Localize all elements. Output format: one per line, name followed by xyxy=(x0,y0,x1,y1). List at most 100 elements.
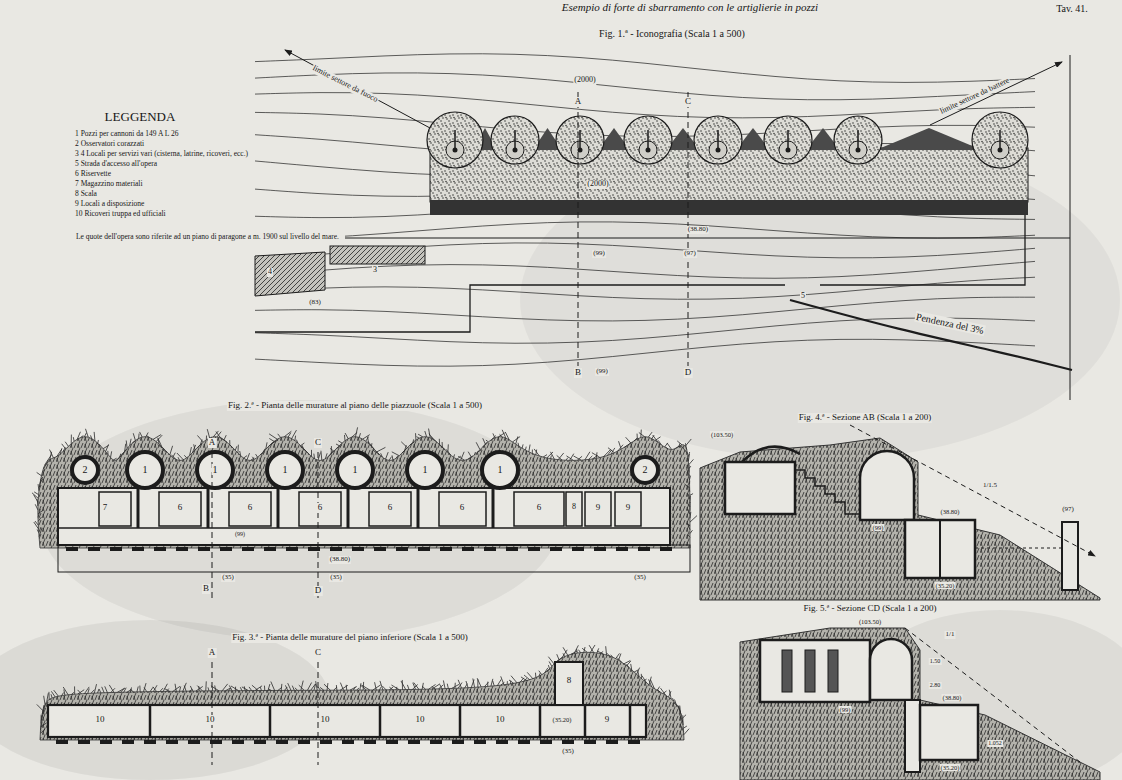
drawing-label: A xyxy=(208,648,217,658)
grass-tuft xyxy=(624,446,627,448)
drawing-label: Fig. 2.ª - Pianta delle murature al pian… xyxy=(227,401,483,411)
grass-tuft xyxy=(355,427,357,436)
drawing-label: 1.50 xyxy=(929,658,942,665)
grass-tuft xyxy=(88,689,89,694)
ditch-line xyxy=(255,237,1070,238)
legend-entry: 10 Ricoveri truppa ed ufficiali xyxy=(75,209,343,219)
room-wall xyxy=(629,705,632,737)
foundation-pier xyxy=(496,740,508,744)
grass-tuft xyxy=(418,434,423,437)
grass-tuft xyxy=(266,442,267,449)
grass-tuft xyxy=(271,682,275,691)
grass-tuft xyxy=(648,432,652,437)
drawing-label: 10 xyxy=(495,715,506,725)
grass-tuft xyxy=(516,436,518,444)
grass-tuft xyxy=(690,530,692,533)
room-wall xyxy=(459,705,462,737)
grass-tuft xyxy=(589,645,594,652)
grass-tuft xyxy=(447,684,448,689)
masonry-pillar xyxy=(782,650,792,692)
gun-pit-mound xyxy=(556,116,604,164)
gun-pit-wall xyxy=(127,452,163,488)
grass-tuft xyxy=(44,696,45,705)
foundation-pier xyxy=(56,740,68,744)
gun-barrel xyxy=(717,130,719,150)
grass-tuft xyxy=(251,458,254,461)
foundation-pier xyxy=(528,547,540,551)
grass-tuft xyxy=(681,725,684,731)
masonry-block xyxy=(58,488,670,545)
grass-tuft xyxy=(324,684,330,690)
grass-tuft xyxy=(524,675,530,680)
grass-tuft xyxy=(264,686,265,691)
contour-line xyxy=(255,339,1035,366)
grass-tuft xyxy=(130,689,134,692)
foundation-pier xyxy=(232,740,244,744)
foundation-pier xyxy=(562,740,574,744)
drawing-label: 4 xyxy=(267,268,273,277)
lower-room xyxy=(905,520,975,578)
grass-tuft xyxy=(458,456,464,460)
grass-tuft xyxy=(487,682,488,687)
grass-tuft xyxy=(484,682,488,686)
foundation-pier xyxy=(166,740,178,744)
foundation-pier xyxy=(132,547,144,551)
grass-tuft xyxy=(139,686,140,692)
grass-tuft xyxy=(375,682,377,690)
foundation-pier xyxy=(518,740,530,744)
ammunition-room xyxy=(229,492,271,526)
grass-tuft xyxy=(422,686,425,689)
grass-tuft xyxy=(78,690,82,694)
gun-barrel xyxy=(647,130,649,150)
gun-pit-mound xyxy=(972,112,1028,168)
foundation-pier xyxy=(320,740,332,744)
grass-tuft xyxy=(184,685,186,691)
grass-tuft xyxy=(184,455,186,458)
foundation-pier xyxy=(572,547,584,551)
foundation-pier xyxy=(396,547,408,551)
foundation-pier xyxy=(100,740,112,744)
grass-tuft xyxy=(684,729,689,735)
grass-tuft xyxy=(311,450,312,457)
armoured-cupola xyxy=(742,447,800,462)
ground-level xyxy=(975,548,1062,549)
grass-tuft xyxy=(493,433,495,437)
grass-tuft xyxy=(679,713,682,721)
room-wall xyxy=(149,705,152,737)
gun-pit-wall xyxy=(267,452,303,488)
grass-tuft xyxy=(225,688,230,690)
drawing-label: limite settore da fuoco xyxy=(310,64,380,105)
grass-tuft xyxy=(571,651,577,654)
drawing-label: 10 xyxy=(205,715,216,725)
grass-tuft xyxy=(511,676,517,683)
drawing-label: (99) xyxy=(592,250,606,258)
foundation-pier xyxy=(440,547,452,551)
grass-tuft xyxy=(373,450,380,455)
drawing-label: (99) xyxy=(839,706,852,713)
drawing-label: Fig. 3.ª - Pianta delle murature del pia… xyxy=(231,633,468,643)
grass-tuft xyxy=(126,440,128,448)
lower-room xyxy=(920,705,978,760)
room-wall xyxy=(539,705,542,737)
section-line xyxy=(318,662,319,765)
grass-tuft xyxy=(38,517,41,521)
grass-tuft xyxy=(62,693,64,696)
grass-tuft xyxy=(171,455,176,460)
grass-tuft xyxy=(468,452,471,458)
drawing-label: 9 xyxy=(595,503,602,513)
grass-tuft xyxy=(34,492,38,495)
grass-tuft xyxy=(521,677,527,681)
grass-tuft xyxy=(617,658,621,662)
grass-tuft xyxy=(91,690,94,694)
grass-tuft xyxy=(446,449,450,455)
grass-tuft xyxy=(51,691,55,697)
grass-tuft xyxy=(438,444,445,450)
grass-tuft xyxy=(133,433,135,440)
grass-tuft xyxy=(231,686,239,691)
drawing-label: 1/1.5 xyxy=(982,482,998,490)
foundation-pier xyxy=(188,740,200,744)
grass-tuft xyxy=(382,686,386,690)
grass-tuft xyxy=(263,449,265,452)
drawing-label: (35) xyxy=(329,574,343,582)
drawing-label: 1/1 xyxy=(945,631,956,639)
